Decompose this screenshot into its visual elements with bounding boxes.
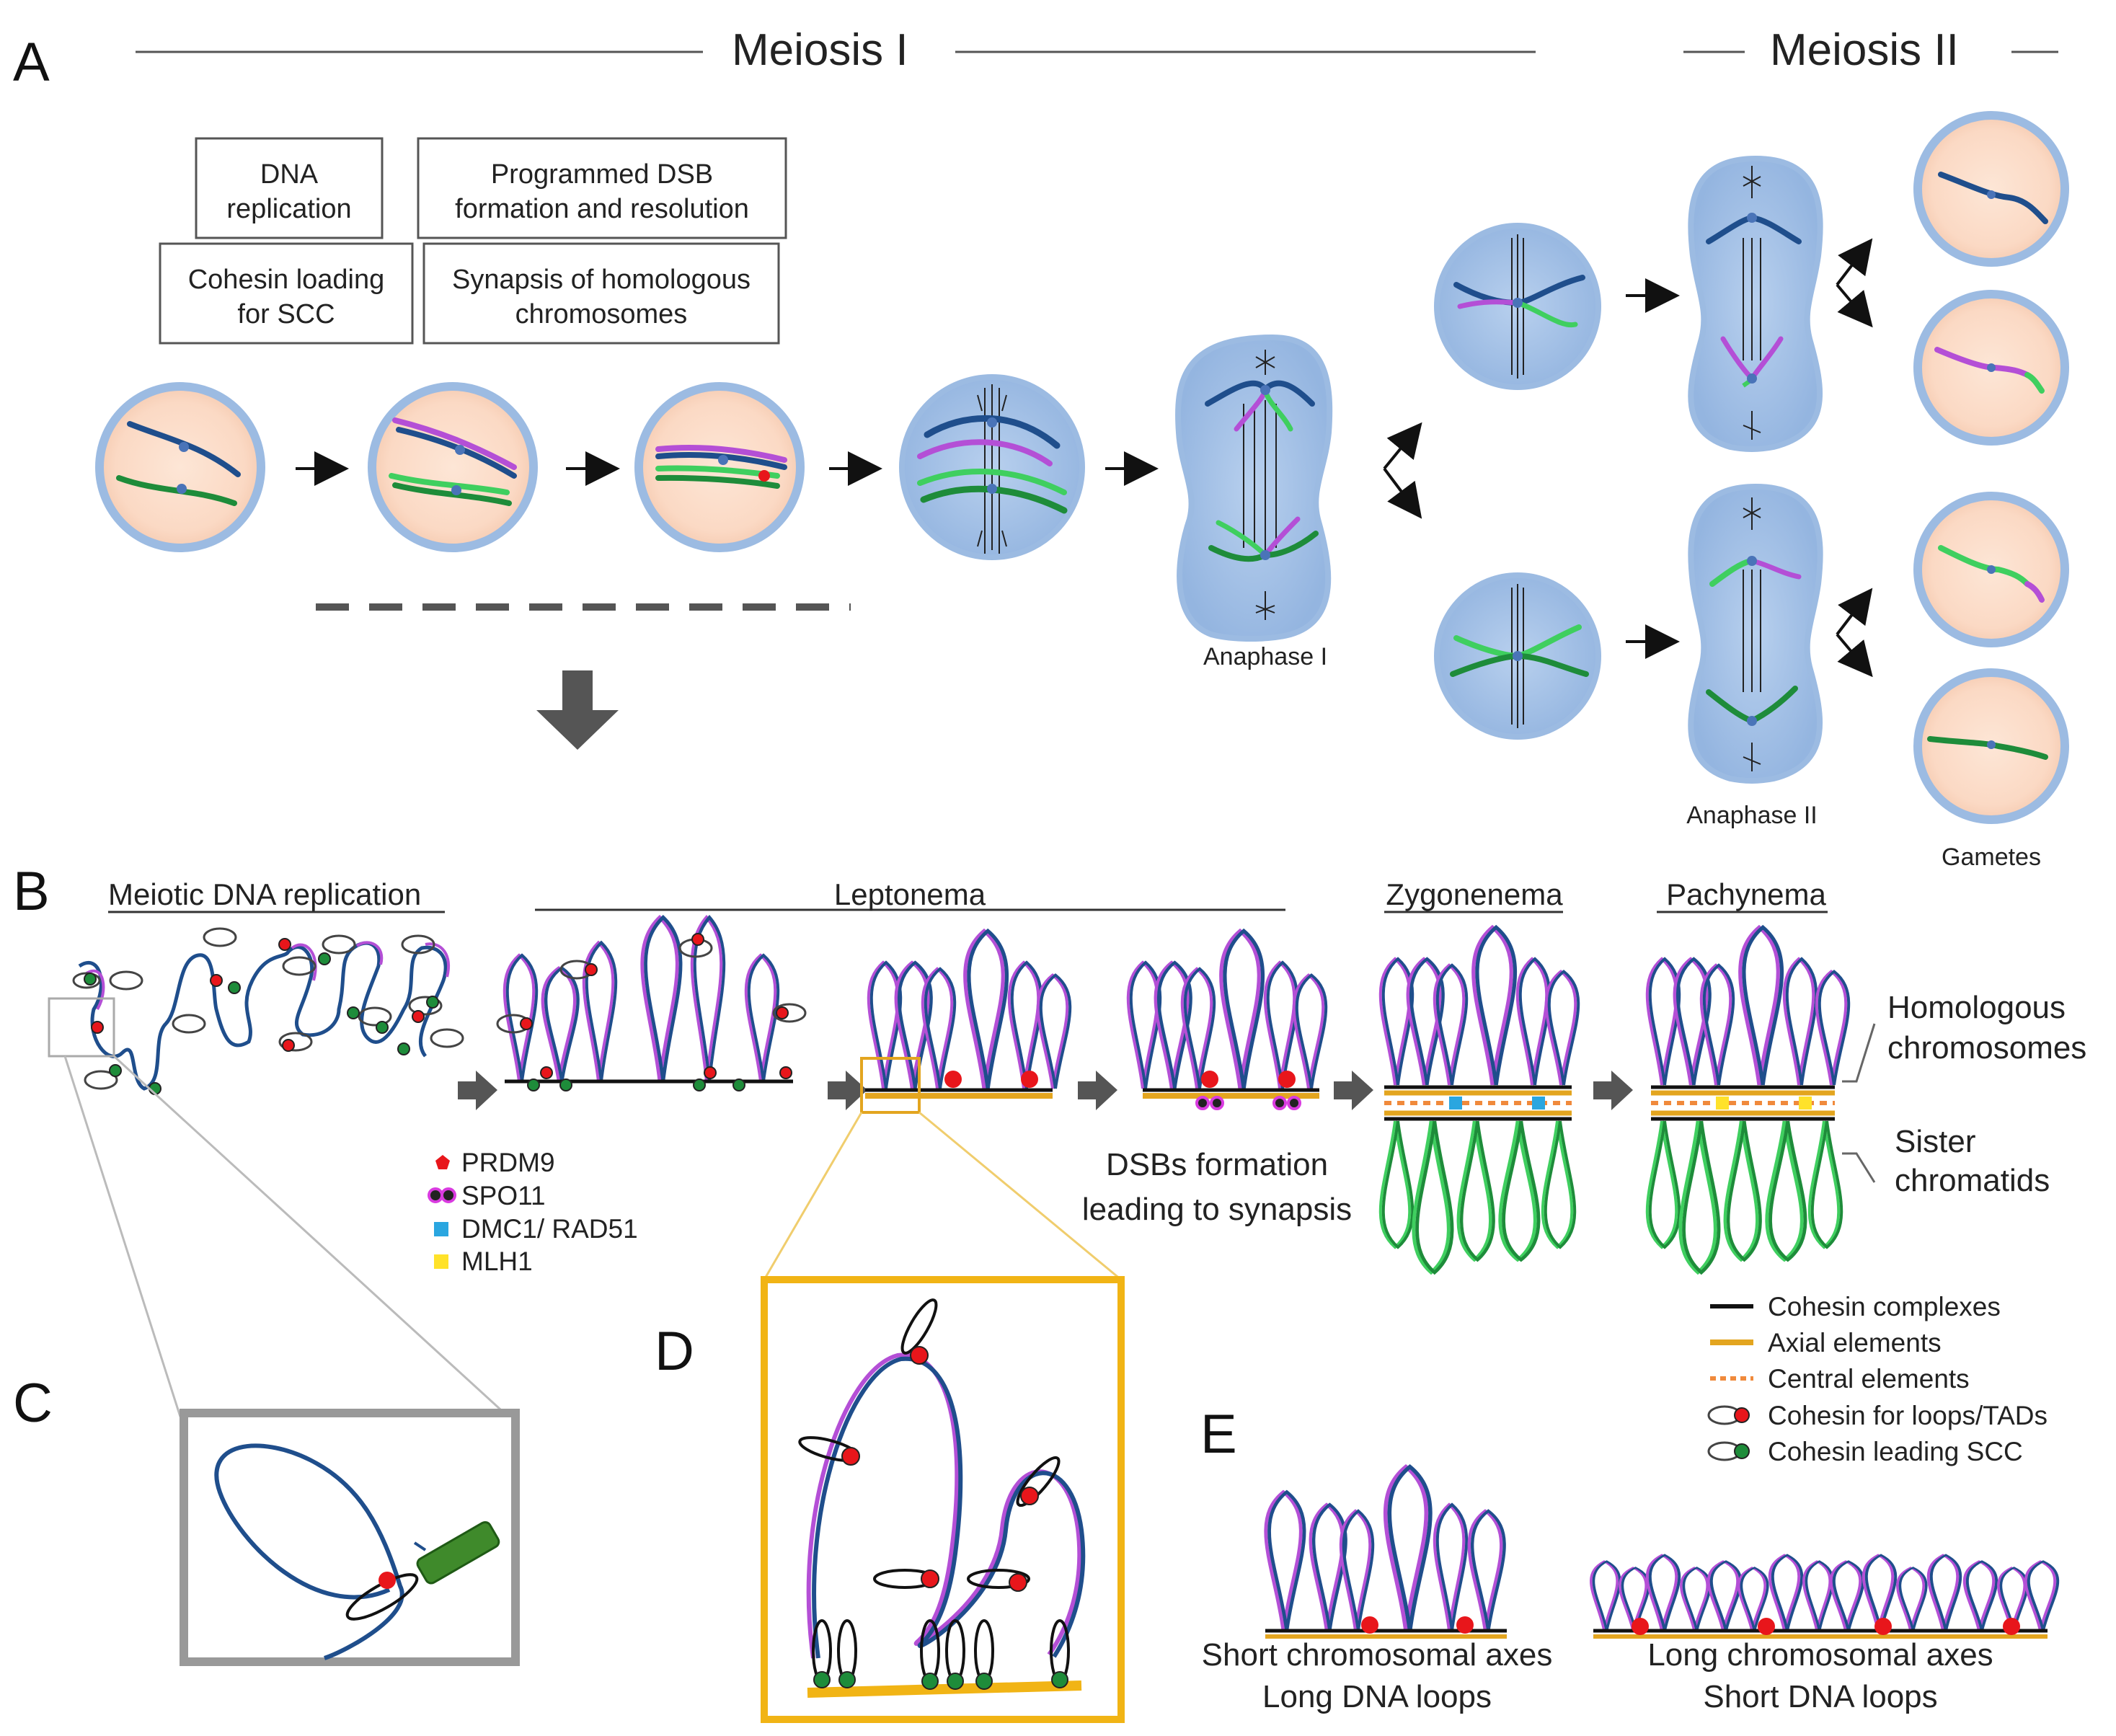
- cell-anaphase2-bottom: [1688, 483, 1823, 784]
- cell-metaphase1: [899, 374, 1085, 560]
- dsb-text-1: DSBs formation: [1106, 1147, 1328, 1182]
- b-arrow-1: [458, 1071, 497, 1110]
- svg-text:Programmed DSB: Programmed DSB: [491, 159, 713, 190]
- zoom-panel-c: [180, 1409, 520, 1666]
- label-homologous-2: chromosomes: [1887, 1030, 2086, 1066]
- anaphase2-label: Anaphase II: [1686, 802, 1817, 829]
- svg-text:MLH1: MLH1: [461, 1246, 533, 1276]
- stage-meiotic-replication: Meiotic DNA replication: [108, 877, 421, 911]
- gamete-2: [1913, 290, 2069, 446]
- replication-chromatin: [72, 927, 464, 1095]
- svg-text:PRDM9: PRDM9: [461, 1148, 555, 1177]
- zygonema: [1378, 927, 1580, 1275]
- svg-text:Cohesin leading SCC: Cohesin leading SCC: [1768, 1437, 2023, 1466]
- panel-e-long-loops: [1265, 1467, 1507, 1639]
- branch-arrows-2: [1836, 238, 1873, 678]
- panel-label-e: E: [1200, 1404, 1237, 1465]
- gametes-label: Gametes: [1942, 843, 2041, 871]
- box-cohesin-loading: Cohesin loading for SCC: [159, 242, 414, 345]
- svg-text:for SCC: for SCC: [237, 299, 335, 329]
- cell-metaphase2-top: [1434, 223, 1601, 390]
- b-arrow-3: [1078, 1071, 1117, 1110]
- zoom-box-d: [860, 1057, 921, 1114]
- b-arrow-5: [1593, 1071, 1633, 1110]
- label-long-loops: Long DNA loops: [1262, 1679, 1492, 1714]
- dsb-text-2: leading to synapsis: [1082, 1192, 1352, 1227]
- b-arrow-4: [1334, 1071, 1373, 1110]
- label-sister-2: chromatids: [1895, 1163, 2050, 1198]
- gamete-4: [1913, 668, 2069, 824]
- cell-g1: [99, 386, 261, 548]
- cell-anaphase2-top: [1688, 155, 1823, 452]
- label-long-axes: Long chromosomal axes: [1647, 1637, 1993, 1673]
- down-arrow: [536, 670, 619, 750]
- legend-structures: Cohesin complexes Axial elements Central…: [1707, 1292, 2048, 1466]
- svg-text:Cohesin loading: Cohesin loading: [188, 265, 385, 295]
- leptonema-early: [496, 918, 807, 1091]
- leptonema-spo11: [1126, 931, 1328, 1110]
- gamete-3: [1913, 492, 2069, 647]
- panel-label-c: C: [13, 1373, 53, 1434]
- svg-text:Axial elements: Axial elements: [1768, 1328, 1942, 1358]
- leptonema-axis: [865, 931, 1072, 1099]
- svg-text:formation and resolution: formation and resolution: [455, 194, 749, 224]
- label-short-axes: Short chromosomal axes: [1202, 1637, 1553, 1673]
- stage-leptonema: Leptonema: [834, 877, 986, 911]
- svg-text:Synapsis of homologous: Synapsis of homologous: [452, 265, 751, 295]
- meiosis2-header: Meiosis II: [1770, 25, 1959, 75]
- label-homologous-1: Homologous: [1887, 990, 2066, 1025]
- svg-text:DMC1/ RAD51: DMC1/ RAD51: [461, 1214, 638, 1244]
- cell-metaphase2-bottom: [1434, 572, 1601, 740]
- label-short-loops: Short DNA loops: [1703, 1679, 1937, 1714]
- anaphase1-label: Anaphase I: [1203, 643, 1327, 670]
- svg-text:chromosomes: chromosomes: [515, 299, 688, 329]
- gamete-1: [1913, 111, 2069, 267]
- label-sister-1: Sister: [1895, 1124, 1975, 1159]
- svg-text:Central elements: Central elements: [1768, 1364, 1970, 1394]
- svg-text:Cohesin for loops/TADs: Cohesin for loops/TADs: [1768, 1401, 2048, 1430]
- panel-label-a: A: [13, 32, 50, 93]
- cell-replicated: [372, 386, 534, 548]
- stage-pachynema: Pachynema: [1666, 877, 1826, 911]
- cell-synapsed: [639, 386, 800, 548]
- box-programmed-dsb: Programmed DSB formation and resolution: [417, 137, 787, 239]
- svg-text:DNA: DNA: [260, 159, 319, 190]
- cell-anaphase1: [1175, 334, 1333, 642]
- stage-zygonenema: Zygonenema: [1386, 877, 1563, 911]
- legend-proteins: PRDM9 SPO11 DMC1/ RAD51 MLH1: [428, 1148, 638, 1276]
- svg-text:replication: replication: [226, 194, 351, 224]
- meiosis1-header: Meiosis I: [732, 25, 908, 75]
- b-arrow-2: [828, 1071, 867, 1110]
- svg-text:SPO11: SPO11: [461, 1181, 546, 1210]
- box-synapsis: Synapsis of homologous chromosomes: [422, 242, 780, 345]
- zoom-panel-d: [761, 1276, 1125, 1723]
- pachynema: [1645, 927, 1851, 1275]
- panel-label-b: B: [13, 861, 50, 922]
- zoom-box-c: [48, 997, 115, 1058]
- box-dna-replication: DNA replication: [195, 137, 384, 239]
- panel-label-d: D: [655, 1321, 694, 1382]
- svg-text:Cohesin complexes: Cohesin complexes: [1768, 1292, 2001, 1321]
- panel-e-short-loops: [1590, 1554, 2060, 1639]
- branch-arrows-1: [1383, 422, 1422, 519]
